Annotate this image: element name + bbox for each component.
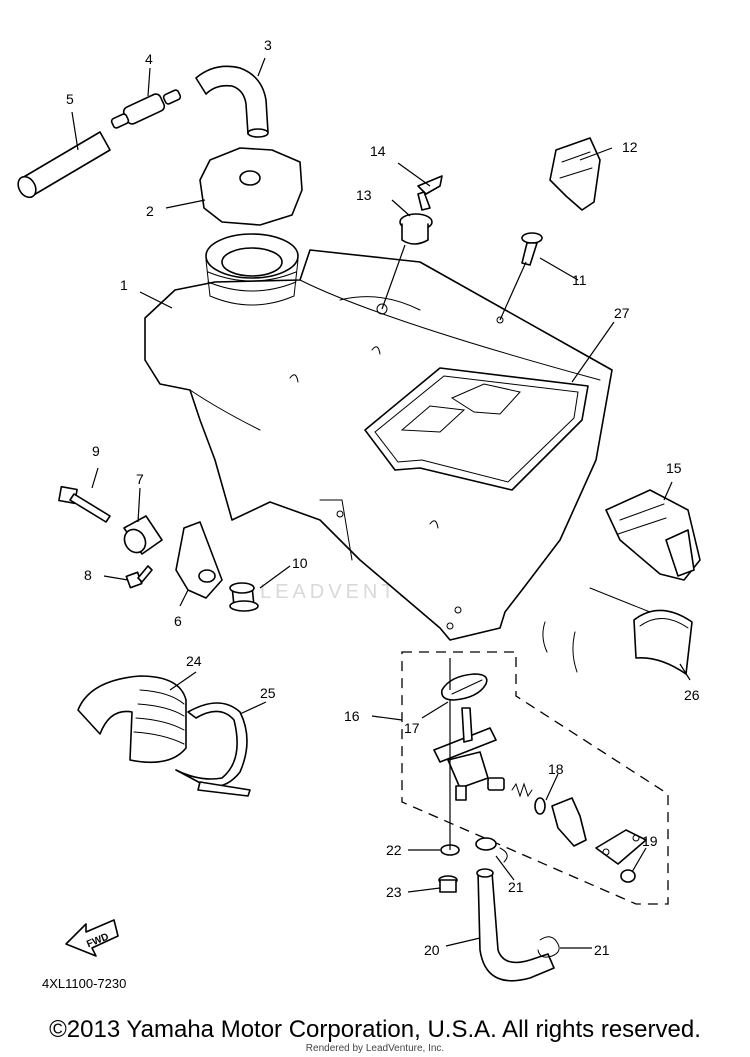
callout-17: 17 [404,720,420,736]
callout-10: 10 [292,555,308,571]
part-5-hose [17,131,111,199]
part-23-screw [438,875,458,893]
leader-lines [71,57,691,949]
part-3-elbow-hose [195,65,269,138]
callout-7: 7 [136,471,144,487]
callout-5: 5 [66,91,74,107]
part-4-valve [110,89,182,129]
callout-11: 11 [572,272,587,288]
callout-1: 1 [120,277,128,293]
part-7-damper [123,515,163,555]
callout-12: 12 [622,139,638,155]
part-16-cock-assembly-box [401,651,669,905]
callout-21: 21 [508,879,524,895]
part-14-screw [417,175,443,211]
part-17-gasket [440,673,488,701]
part-10-collar [229,582,259,612]
part-6-bracket [175,521,223,599]
callout-27: 27 [614,305,630,321]
callout-26: 26 [684,687,700,703]
part-2-fuel-cap [199,147,303,226]
callout-8: 8 [84,567,92,583]
part-13-damper [399,213,433,245]
callout-14: 14 [370,143,386,159]
callout-9: 9 [92,443,100,459]
callout-22: 22 [386,842,402,858]
part-27-tank-graphic [364,367,589,491]
callout-20: 20 [424,942,440,958]
part-8-bolt [125,565,153,589]
part-18-spring [487,777,546,815]
diagram-code: 4XL1100-7230 [42,976,127,991]
callout-24: 24 [186,653,202,669]
callout-18: 18 [548,761,564,777]
copyright-notice: ©2013 Yamaha Motor Corporation, U.S.A. A… [49,1016,701,1043]
part-21-clip-lower [537,936,560,958]
part-20-fuel-hose [476,868,555,982]
part-16-fuel-cock [433,707,497,801]
part-15-cover [605,489,701,581]
callout-23: 23 [386,884,402,900]
callout-15: 15 [666,460,682,476]
callout-25: 25 [260,685,276,701]
part-26-protector [542,587,693,675]
part-16-lever [551,797,587,847]
rendered-by-notice: Rendered by LeadVenture, Inc. [305,1043,445,1054]
fwd-arrow-icon: FWD [65,919,119,957]
part-12-clip [549,137,601,211]
part-19-plate [595,829,647,883]
part-11-screw [521,232,543,266]
callout-4: 4 [145,51,153,67]
callout-21-lower: 21 [594,942,610,958]
part-24-heat-guard [77,675,187,764]
part-25-band [175,702,251,797]
callout-16: 16 [344,708,360,724]
callout-2: 2 [146,203,154,219]
part-9-bolt [58,485,111,523]
callout-19: 19 [642,833,658,849]
callout-13: 13 [356,187,372,203]
callout-3: 3 [264,37,272,53]
callout-6: 6 [174,613,182,629]
part-21-clip-upper [475,837,508,863]
